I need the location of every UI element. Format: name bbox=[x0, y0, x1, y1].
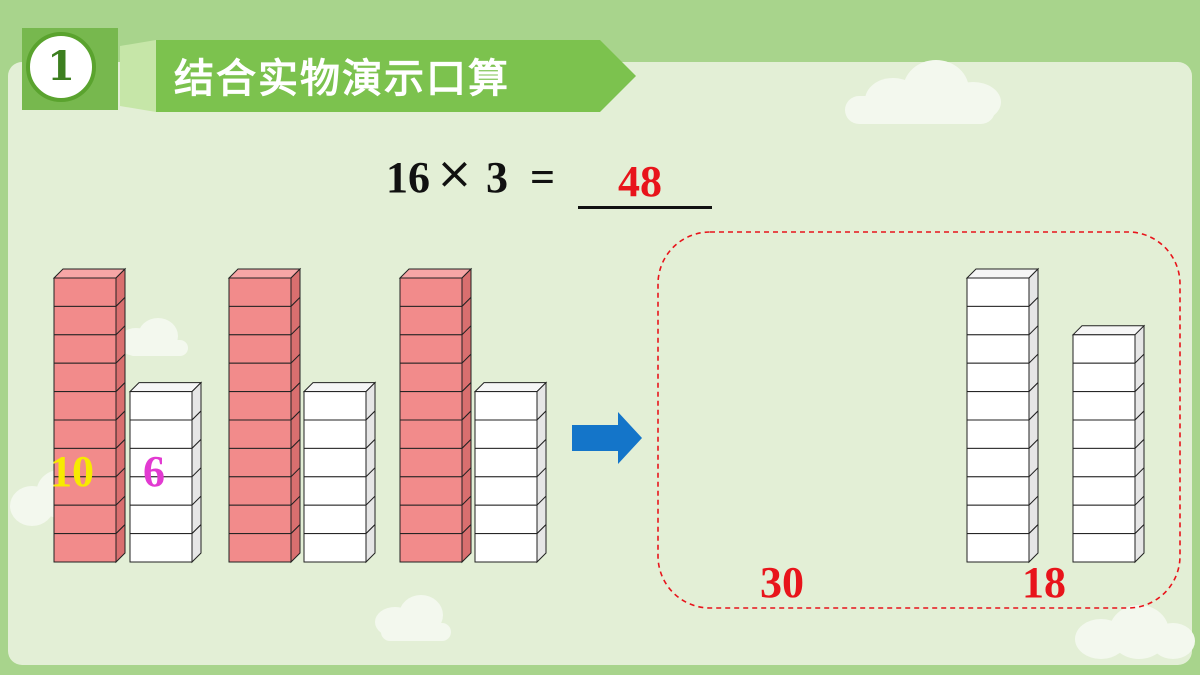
unit-cube bbox=[129, 476, 193, 506]
tens-label: 10 bbox=[50, 447, 94, 496]
unit-cube bbox=[966, 277, 1030, 307]
tens-stack bbox=[227, 267, 302, 564]
ones-stack bbox=[128, 381, 203, 564]
unit-cube bbox=[129, 391, 193, 421]
unit-cube bbox=[53, 504, 117, 535]
unit-cube bbox=[228, 476, 292, 506]
unit-cube bbox=[53, 533, 117, 563]
unit-cube bbox=[228, 533, 292, 563]
tens-total-label: 30 bbox=[760, 558, 804, 607]
ones-label: 6 bbox=[143, 447, 165, 496]
equation-answer: 48 bbox=[618, 157, 662, 206]
cloud-decoration bbox=[845, 60, 1005, 130]
unit-cube bbox=[399, 362, 463, 393]
ones-stack bbox=[302, 381, 377, 564]
ones-regroup-ten-stack bbox=[965, 267, 1040, 564]
unit-cube bbox=[228, 334, 292, 364]
unit-cube bbox=[474, 504, 538, 535]
unit-cube bbox=[303, 533, 367, 563]
unit-cube bbox=[399, 391, 463, 421]
unit-cube bbox=[474, 419, 538, 449]
unit-cube bbox=[228, 391, 292, 421]
cloud-decoration bbox=[1075, 605, 1195, 665]
unit-cube bbox=[399, 533, 463, 563]
unit-cube bbox=[303, 476, 367, 506]
unit-cube bbox=[474, 447, 538, 478]
unit-cube bbox=[474, 476, 538, 506]
unit-cube bbox=[129, 447, 193, 478]
cloud-decoration bbox=[118, 318, 188, 358]
multiply-operator: × bbox=[436, 148, 473, 199]
unit-cube bbox=[53, 334, 117, 364]
unit-cube bbox=[303, 419, 367, 449]
tens-stack bbox=[398, 267, 473, 564]
equation-right-operand: 3 bbox=[486, 153, 508, 202]
unit-cube bbox=[966, 305, 1030, 336]
right-block-groups bbox=[965, 267, 1146, 564]
ones-regroup-eight-stack bbox=[1071, 324, 1146, 564]
page-title: 结合实物演示口算 bbox=[174, 56, 510, 102]
unit-cube bbox=[228, 305, 292, 336]
unit-cube bbox=[1072, 504, 1136, 535]
unit-cube bbox=[966, 533, 1030, 563]
unit-cube bbox=[228, 419, 292, 449]
unit-cube bbox=[228, 362, 292, 393]
equals-sign: = bbox=[530, 153, 556, 202]
unit-cube bbox=[966, 476, 1030, 506]
unit-cube bbox=[399, 277, 463, 307]
unit-cube bbox=[474, 391, 538, 421]
unit-cube bbox=[303, 504, 367, 535]
ones-total-label: 18 bbox=[1022, 558, 1066, 607]
unit-cube bbox=[129, 419, 193, 449]
unit-cube bbox=[1072, 362, 1136, 393]
unit-cube bbox=[474, 533, 538, 563]
unit-cube bbox=[966, 447, 1030, 478]
unit-cube bbox=[228, 447, 292, 478]
unit-cube bbox=[966, 391, 1030, 421]
unit-cube bbox=[228, 277, 292, 307]
unit-cube bbox=[1072, 447, 1136, 478]
unit-cube bbox=[1072, 334, 1136, 364]
unit-cube bbox=[966, 334, 1030, 364]
step-number-badge: 1 bbox=[26, 32, 96, 102]
right-arrow-icon bbox=[572, 412, 642, 464]
unit-cube bbox=[966, 504, 1030, 535]
unit-cube bbox=[53, 362, 117, 393]
unit-cube bbox=[399, 504, 463, 535]
title-banner bbox=[120, 40, 636, 112]
unit-cube bbox=[303, 391, 367, 421]
unit-cube bbox=[399, 447, 463, 478]
equation-left-operand: 16 bbox=[386, 153, 430, 202]
unit-cube bbox=[53, 391, 117, 421]
answer-blank-line bbox=[578, 206, 712, 209]
unit-cube bbox=[966, 362, 1030, 393]
cloud-decoration bbox=[375, 595, 455, 645]
unit-cube bbox=[303, 447, 367, 478]
unit-cube bbox=[228, 504, 292, 535]
tens-stack bbox=[52, 267, 127, 564]
unit-cube bbox=[399, 334, 463, 364]
unit-cube bbox=[399, 476, 463, 506]
unit-cube bbox=[53, 419, 117, 449]
unit-cube bbox=[53, 305, 117, 336]
unit-cube bbox=[1072, 476, 1136, 506]
unit-cube bbox=[399, 305, 463, 336]
ones-stack bbox=[473, 381, 548, 564]
unit-cube bbox=[1072, 419, 1136, 449]
left-block-groups bbox=[52, 267, 548, 564]
unit-cube bbox=[966, 419, 1030, 449]
unit-cube bbox=[1072, 533, 1136, 563]
unit-cube bbox=[399, 419, 463, 449]
unit-cube bbox=[1072, 391, 1136, 421]
unit-cube bbox=[53, 277, 117, 307]
unit-cube bbox=[129, 504, 193, 535]
regrouped-frame bbox=[657, 231, 1181, 609]
unit-cube bbox=[129, 533, 193, 563]
